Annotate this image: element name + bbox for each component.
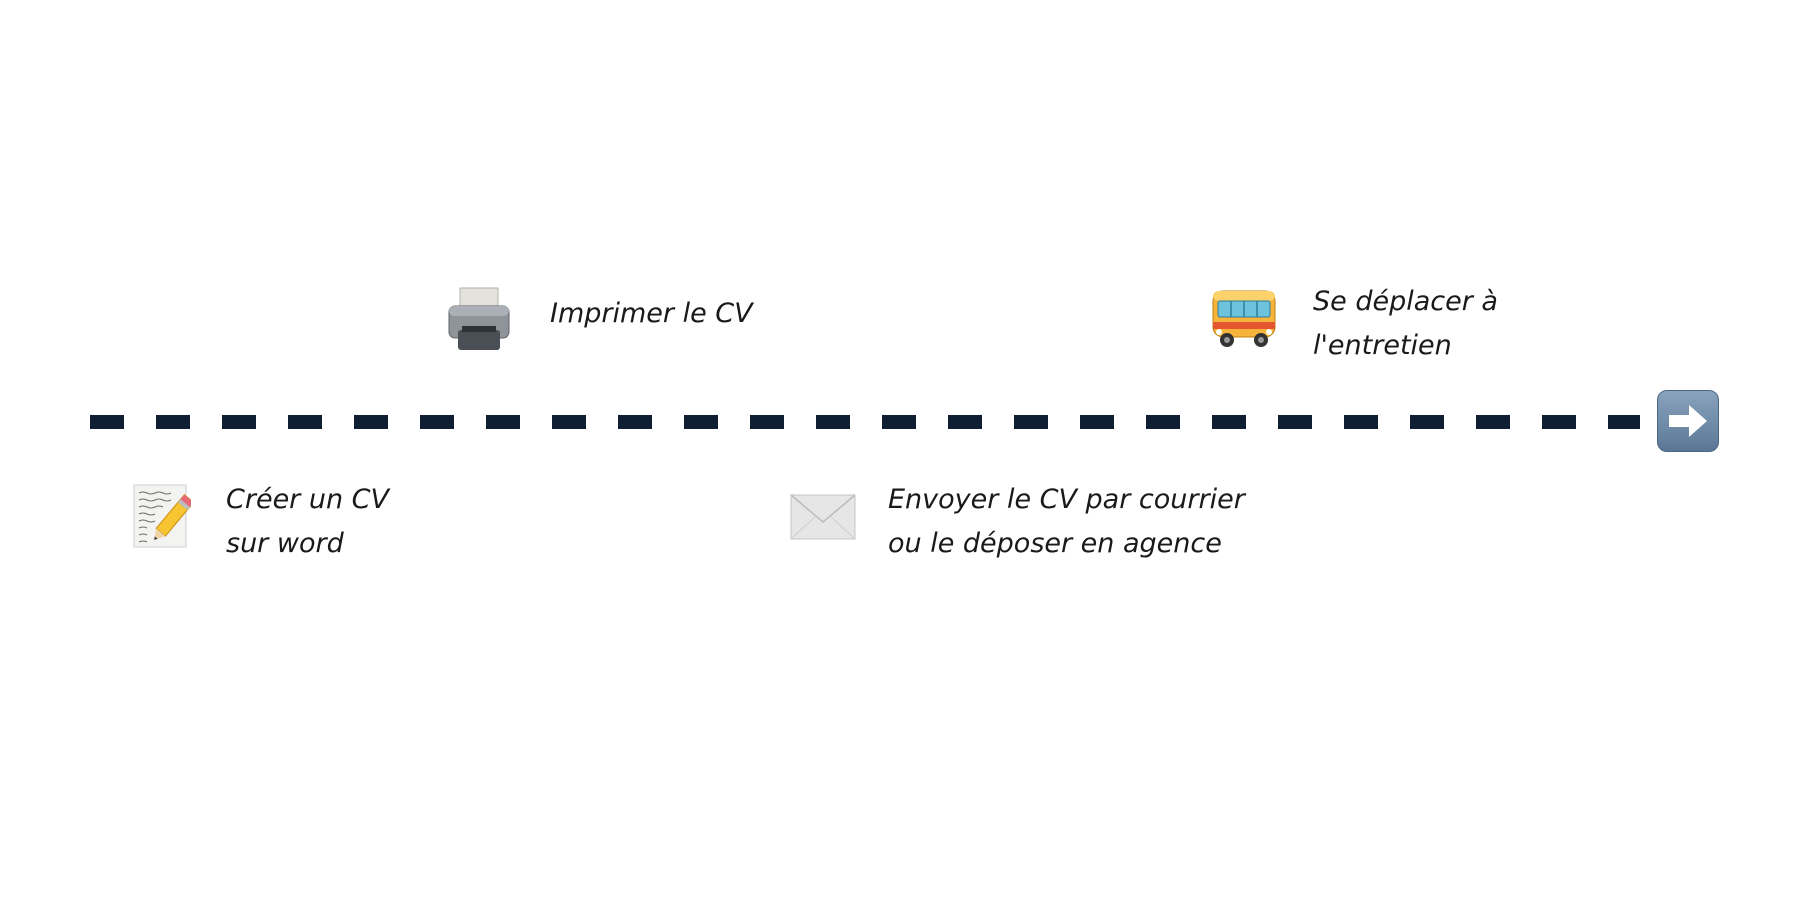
bus-icon: [1210, 288, 1278, 354]
memo-pencil-icon: [133, 484, 195, 552]
step-label: Imprimer le CV: [550, 298, 753, 329]
step-label: Créer un CV sur word: [226, 484, 389, 559]
envelope-icon: [790, 494, 856, 544]
dashed-timeline-line: [90, 415, 1640, 429]
step-label: Envoyer le CV par courrier ou le déposer…: [888, 484, 1245, 559]
step-label: Se déplacer à l'entretien: [1313, 286, 1498, 361]
printer-icon: [446, 286, 512, 356]
right-arrow-icon: [1657, 390, 1719, 452]
